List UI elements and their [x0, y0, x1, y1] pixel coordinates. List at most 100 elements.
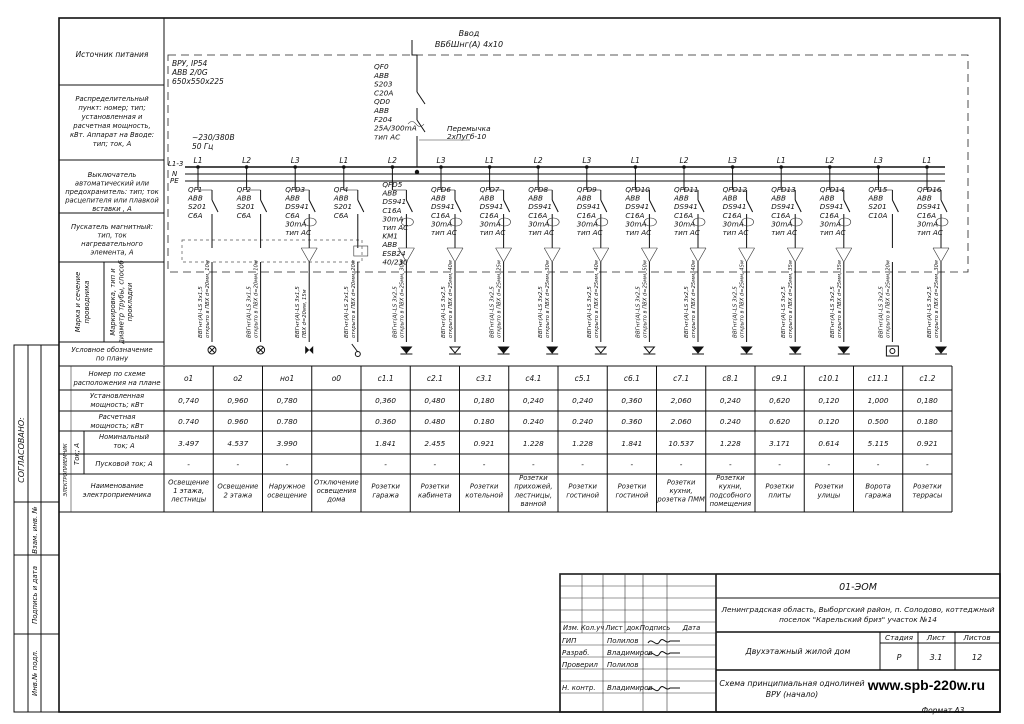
- breaker-spec: ABB: [381, 189, 397, 198]
- title-object: Двухэтажный жилой дом: [745, 647, 851, 656]
- breaker-spec: QF15: [868, 185, 887, 194]
- breaker-spec: тип AC: [577, 228, 603, 237]
- cell-consumer-name: гостиной: [566, 491, 599, 499]
- title-role: Разраб.: [562, 649, 590, 657]
- plan-symbol-socket-icon: [546, 346, 559, 355]
- breaker-blade: [503, 199, 511, 213]
- cable-mark: ВВГнг(А)-LS 3х2,5: [635, 286, 641, 338]
- pipe-mark: открыто в ПВХ d=20мм, 10м: [254, 260, 260, 338]
- cell-plan: но1: [280, 374, 294, 383]
- stamp-agreed: СОГЛАСОВАНО:: [17, 417, 26, 483]
- cell-plan: о2: [233, 374, 243, 383]
- circuit-phase: L3: [582, 156, 591, 165]
- row-label-nominal: ток; А: [113, 442, 135, 450]
- lbl-distribution-line: расчетная мощность,: [72, 122, 150, 130]
- breaker-blade: [940, 199, 948, 213]
- breaker-blade: [211, 199, 219, 213]
- panel-enclosure: [167, 54, 969, 273]
- circuit-phase: L1: [631, 156, 640, 165]
- cell-installed: 0,240: [572, 396, 593, 405]
- breaker-spec: C6A: [334, 211, 349, 220]
- breaker-spec: S201: [868, 202, 886, 211]
- cell-calc: 0.780: [277, 417, 298, 426]
- rcd-coil-icon: [401, 217, 414, 227]
- cell-consumer-name: лестницы: [170, 496, 207, 504]
- breaker-spec: ABB: [673, 194, 689, 203]
- circuit-phase: L2: [680, 156, 689, 165]
- cell-calc: 0.360: [375, 417, 396, 426]
- breaker-blade: [600, 199, 608, 213]
- rcd-triangle-icon: [495, 247, 512, 263]
- breaker-spec: C16A: [625, 211, 644, 220]
- cell-installed: 1,000: [868, 396, 889, 405]
- cell-installed: 0,240: [523, 396, 544, 405]
- rcd-coil-icon: [789, 217, 803, 227]
- plan-symbol-x-icon: [256, 345, 266, 355]
- rcd-coil-icon: [498, 217, 511, 227]
- breaker-spec: 30mA: [625, 219, 646, 228]
- cell-plan: с7.1: [673, 374, 689, 383]
- cell-calc: 0.180: [917, 417, 938, 426]
- cell-installed: 0,120: [818, 396, 839, 405]
- pipe-mark: открыто в ПВХ d=25мм, 40м: [594, 260, 600, 338]
- cell-start: -: [532, 460, 535, 469]
- breaker-spec: QFD10: [625, 185, 650, 194]
- plan-symbol-socket-icon: [934, 346, 948, 355]
- lbl-starter-line: тип, ток: [97, 232, 127, 240]
- rcd-coil-icon: [692, 217, 706, 227]
- cell-plan: с3.1: [476, 374, 492, 383]
- pipe-mark: открыто в ПВХ d=25мм, 35м: [788, 260, 794, 338]
- breaker-spec: 30mA: [480, 219, 501, 228]
- bus-label-n: N: [172, 170, 178, 178]
- breaker-spec: DS941: [285, 202, 309, 211]
- title-drawing: ВРУ (начало): [766, 690, 818, 699]
- breaker-spec: тип AC: [625, 228, 651, 237]
- signature-icon: [647, 685, 680, 692]
- cell-consumer-name: Розетки: [716, 474, 745, 482]
- plan-symbol-socket-icon: [789, 346, 802, 355]
- breaker-spec: ABB: [236, 194, 252, 203]
- breaker-blade: [794, 199, 802, 213]
- breaker-spec: тип AC: [917, 228, 943, 237]
- pipe-mark: открыто в ПВХ d=25мм, 30м: [399, 260, 405, 338]
- lbl-breakers-line: предохранитель: тип; ток: [65, 188, 159, 196]
- title-name: Полилов: [607, 637, 638, 645]
- cell-plan: с5.1: [575, 374, 591, 383]
- rcd-triangle-icon: [446, 247, 464, 263]
- circuit-phase: L1: [777, 156, 786, 165]
- cell-consumer-name: кабинета: [418, 491, 452, 499]
- bus-label-pe: PE: [170, 177, 179, 185]
- circuit-phase: L2: [534, 156, 543, 165]
- cell-installed: 0,740: [178, 396, 199, 405]
- cell-calc: 0.500: [868, 417, 889, 426]
- title-sheet: 3.1: [930, 653, 943, 662]
- circuit-phase: L3: [874, 156, 883, 165]
- breaker-spec: ABB: [430, 194, 446, 203]
- cell-calc: 0.240: [720, 417, 741, 426]
- cable-mark: ВВГнг(А)-LS 3х2,5: [830, 286, 836, 338]
- cell-installed: 0,780: [277, 396, 298, 405]
- lbl-distribution-line: установленная и: [81, 113, 143, 121]
- breaker-blade: [891, 199, 899, 213]
- circuit-phase: L3: [437, 156, 446, 165]
- breaker-spec: ABB: [576, 194, 592, 203]
- breaker-spec: DS941: [771, 202, 795, 211]
- breaker-spec: C6A: [188, 211, 203, 220]
- cell-plan: с11.1: [868, 374, 889, 383]
- cell-start: -: [631, 460, 634, 469]
- breaker-spec: ABB: [479, 194, 495, 203]
- cable-mark: ВВГнг(А)-LS 3х2,5: [392, 286, 398, 338]
- plan-symbol-bowtie-icon: [305, 346, 314, 354]
- breaker-blade: [843, 199, 851, 213]
- title-col-header: Лист: [604, 624, 623, 632]
- cell-consumer-name: лестницы,: [514, 491, 552, 499]
- voltage-lines-line: 50 Гц: [192, 142, 213, 151]
- breaker-spec: C16A: [917, 211, 936, 220]
